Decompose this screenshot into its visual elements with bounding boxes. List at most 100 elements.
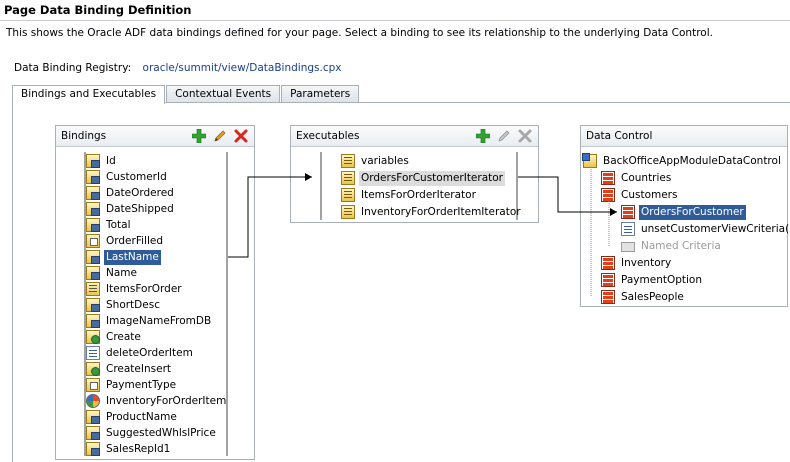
attribute-icon	[86, 266, 100, 280]
page-title: Page Data Binding Definition	[4, 3, 192, 17]
binding-item-dateordered[interactable]: DateOrdered	[86, 185, 176, 201]
binding-item-createinsert[interactable]: CreateInsert	[86, 361, 173, 377]
tab-contextual-events[interactable]: Contextual Events	[166, 85, 281, 103]
collection-icon	[601, 188, 615, 202]
binding-item-label: ItemsForOrder	[106, 282, 182, 295]
add-binding-button[interactable]	[191, 128, 207, 144]
binding-item-deleteorderitem[interactable]: deleteOrderItem	[86, 345, 195, 361]
action-icon	[86, 330, 100, 344]
binding-item-dateshipped[interactable]: DateShipped	[86, 201, 176, 217]
attribute-icon	[86, 186, 100, 200]
attribute-icon	[86, 314, 100, 328]
data-control-item-paymentoption[interactable]: PaymentOption	[601, 272, 704, 288]
executable-item-label: variables	[361, 154, 409, 167]
executable-item-ordersforcustomeriterator[interactable]: OrdersForCustomerIterator	[341, 170, 506, 186]
data-control-item-label: Named Criteria	[641, 239, 721, 252]
iterator-icon	[341, 154, 355, 168]
data-control-item-unsetcustomerviewcriteria[interactable]: unsetCustomerViewCriteria()	[621, 221, 790, 237]
collection-icon	[621, 205, 635, 219]
method-icon	[86, 346, 100, 360]
attribute-icon	[86, 250, 100, 264]
data-control-item-inventory[interactable]: Inventory	[601, 255, 673, 271]
binding-item-label: ImageNameFromDB	[106, 314, 212, 327]
attribute-icon	[86, 426, 100, 440]
delete-executable-button[interactable]	[517, 128, 533, 144]
executables-header: Executables	[291, 126, 538, 147]
binding-item-label: PaymentType	[106, 378, 177, 391]
binding-item-name[interactable]: Name	[86, 265, 139, 281]
delete-binding-button[interactable]	[233, 128, 249, 144]
binding-item-salesrepid1[interactable]: SalesRepId1	[86, 441, 172, 457]
edit-icon	[214, 130, 226, 142]
registry-label: Data Binding Registry:	[14, 62, 132, 74]
binding-item-total[interactable]: Total	[86, 217, 133, 233]
data-control-title: Data Control	[586, 130, 653, 142]
binding-item-label: InventoryForOrderItem	[106, 394, 227, 407]
iterator-icon	[341, 188, 355, 202]
binding-item-id[interactable]: Id	[86, 153, 118, 169]
binding-item-orderfilled[interactable]: OrderFilled	[86, 233, 165, 249]
data-control-item-label: PaymentOption	[621, 273, 703, 286]
binding-item-label: OrderFilled	[106, 234, 163, 247]
binding-item-label: Create	[106, 330, 141, 343]
iterator-icon	[341, 171, 355, 185]
attribute-icon	[86, 170, 100, 184]
binding-item-label: ProductName	[106, 410, 177, 423]
data-control-item-customers[interactable]: Customers	[601, 187, 679, 203]
folder-icon	[621, 242, 635, 252]
data-control-item-label: OrdersForCustomer	[639, 204, 746, 220]
binding-item-label: SalesRepId1	[106, 442, 171, 455]
executable-item-itemsfororderiterator[interactable]: ItemsForOrderIterator	[341, 187, 478, 203]
binding-item-itemsfororder[interactable]: ItemsForOrder	[86, 281, 184, 297]
data-control-item-label: SalesPeople	[621, 290, 684, 303]
iterator-icon	[341, 205, 355, 219]
binding-item-label: Id	[106, 154, 116, 167]
binding-item-customerid[interactable]: CustomerId	[86, 169, 169, 185]
executable-item-label: OrdersForCustomerIterator	[359, 170, 506, 186]
binding-item-imagenamefromdb[interactable]: ImageNameFromDB	[86, 313, 213, 329]
binding-item-create[interactable]: Create	[86, 329, 143, 345]
executable-item-label: InventoryForOrderItemIterator	[361, 205, 521, 218]
registry-link[interactable]: oracle/summit/view/DataBindings.cpx	[142, 62, 342, 74]
attribute-icon	[86, 298, 100, 312]
add-executable-button[interactable]	[475, 128, 491, 144]
list-icon	[86, 234, 100, 248]
attribute-icon	[86, 154, 100, 168]
tab-bindings-and-executables[interactable]: Bindings and Executables	[12, 85, 166, 104]
delete-icon	[518, 129, 532, 143]
data-control-item-named-criteria[interactable]: Named Criteria	[621, 238, 723, 254]
add-icon	[192, 129, 206, 143]
binding-item-label: DateOrdered	[106, 186, 174, 199]
edit-icon	[498, 130, 510, 142]
binding-item-productname[interactable]: ProductName	[86, 409, 179, 425]
data-control-header: Data Control	[581, 126, 787, 147]
data-control-root[interactable]: BackOfficeAppModuleDataControl	[582, 153, 783, 169]
bindings-title: Bindings	[61, 130, 107, 142]
tab-bar: Bindings and Executables Contextual Even…	[12, 85, 360, 104]
attribute-icon	[86, 218, 100, 232]
data-control-item-salespeople[interactable]: SalesPeople	[601, 289, 686, 305]
binding-item-label: LastName	[104, 249, 161, 265]
data-control-item-label: Inventory	[621, 256, 672, 269]
binding-item-label: ShortDesc	[106, 298, 160, 311]
binding-item-inventoryfororderitem[interactable]: InventoryForOrderItem	[86, 393, 228, 409]
binding-item-shortdesc[interactable]: ShortDesc	[86, 297, 162, 313]
data-control-item-countries[interactable]: Countries	[601, 170, 673, 186]
navigation-list-icon	[86, 394, 100, 408]
edit-executable-button[interactable]	[496, 128, 512, 144]
binding-item-lastname[interactable]: LastName	[86, 249, 161, 265]
edit-binding-button[interactable]	[212, 128, 228, 144]
binding-item-paymenttype[interactable]: PaymentType	[86, 377, 178, 393]
collection-icon	[601, 171, 615, 185]
binding-item-suggestedwhlslprice[interactable]: SuggestedWhlslPrice	[86, 425, 218, 441]
executable-item-variables[interactable]: variables	[341, 153, 411, 169]
data-control-item-ordersforcustomer[interactable]: OrdersForCustomer	[621, 204, 746, 220]
tab-parameters[interactable]: Parameters	[281, 85, 360, 103]
attribute-icon	[86, 442, 100, 456]
tab-content-area	[12, 102, 790, 462]
bindings-header: Bindings	[56, 126, 254, 147]
binding-item-label: Name	[106, 266, 137, 279]
executable-item-inventoryfororderitemiterator[interactable]: InventoryForOrderItemIterator	[341, 204, 523, 220]
